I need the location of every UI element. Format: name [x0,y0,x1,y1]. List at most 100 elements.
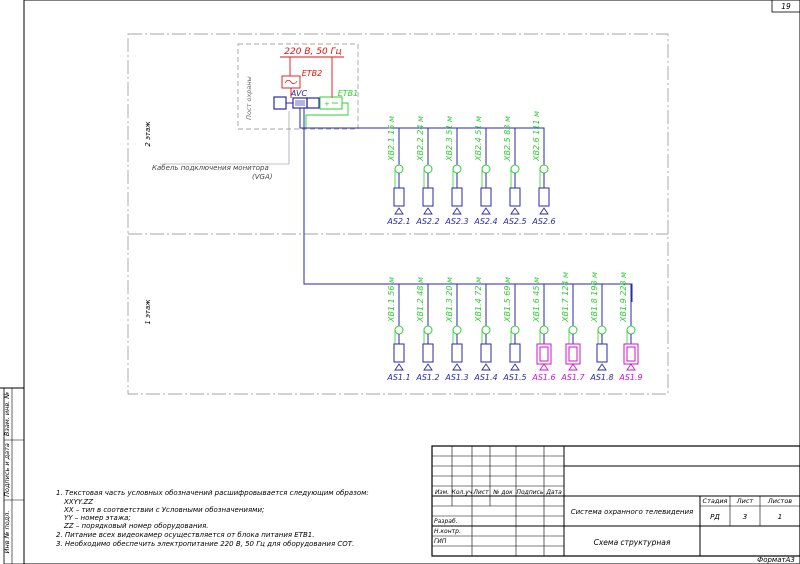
camera-lens-icon [394,363,404,371]
camera-lens-icon [626,363,636,371]
cable-label: ХВ2.4 51 м [474,116,483,162]
side-stamp-box [3,387,25,564]
floor1-label: 1 этаж [144,299,152,325]
camera-name: AS2.3 [444,217,468,226]
camera-name: AS1.7 [560,373,585,382]
camera-name: AS2.4 [473,217,497,226]
camera-lens-icon [452,207,462,215]
cable-label: ХВ1.4 72 м [474,277,483,323]
camera-name: AS2.5 [502,217,526,226]
camera-connector-icon [423,325,433,335]
note-line: 2. Питание всех видеокамер осуществляетс… [56,531,314,539]
cable-label: ХВ1.3 20 м [445,277,454,323]
cable-label: ХВ2.6 111 м [532,111,541,162]
camera-connector-icon [394,325,404,335]
cable-label: ХВ1.8 198 м [590,272,599,323]
camera-as1-8: ХВ1.8 198 м AS1.8 [589,272,613,382]
camera-icon [509,187,521,207]
tb-sheets-header: Листов [767,497,792,505]
security-post-zone [237,43,359,130]
camera-icon [451,187,463,207]
camera-connector-icon [510,325,520,335]
camera-icon [393,343,405,363]
note-line: 1. Текстовая часть условных обозначений … [56,489,369,497]
etb1-label: ЕТВ1 [338,89,359,98]
camera-lens-icon [452,363,462,371]
sheet-number-box [771,0,800,13]
camera-icon [538,187,550,207]
camera-as2-6: ХВ2.6 111 м AS2.6 [531,111,555,226]
tb-role: ГИП [434,538,447,545]
camera-icon [393,187,405,207]
camera-lens-icon [568,363,578,371]
camera-connector-icon [539,325,549,335]
tb-col-header: Изм. [435,489,449,496]
cable-label: Кабель подключения монитора [152,164,269,172]
camera-name: AS1.9 [618,373,642,382]
camera-connector-icon [423,164,433,174]
camera-connector-icon [626,325,636,335]
camera-as2-5: ХВ2.5 83 м AS2.5 [502,116,526,226]
side-stamp-inventory: Инв № подл. [3,511,11,554]
camera-as1-7: ХВ1.7 124 м AS1.7 [560,272,585,382]
camera-lens-icon [510,363,520,371]
sheet-number: 19 [781,2,791,11]
camera-icon [422,187,434,207]
tb-role: Разраб. [434,518,458,525]
camera-icon [480,343,492,363]
notes: 1. Текстовая часть условных обозначений … [56,489,369,548]
cable-label: ХВ1.2 48 м [416,277,425,323]
power-label: 220 В, 50 Гц [284,47,341,57]
camera-connector-icon [452,325,462,335]
camera-lens-icon [394,207,404,215]
tb-col-header: Подпись [517,489,544,496]
format-label: ФорматА3 [757,556,795,564]
tb-col-header: Лист [472,489,489,496]
camera-lens-icon [423,207,433,215]
side-stamp-sign-date: Подпись и дата [3,443,11,497]
camera-as1-9: ХВ1.9 228 м AS1.9 [618,272,642,382]
camera-connector-icon [481,325,491,335]
title-block [431,445,800,557]
security-post-label: Пост охраны [245,76,253,120]
camera-connector-icon [539,164,549,174]
camera-connector-icon [394,164,404,174]
camera-as2-4: ХВ2.4 51 м AS2.4 [473,116,497,226]
camera-connector-icon [452,164,462,174]
cable-sub-label: (VGA) [252,173,273,181]
camera-connector-icon [510,164,520,174]
cable-leader [160,111,290,165]
camera-name: AS1.8 [589,373,613,382]
tb-sheets: 1 [778,513,782,521]
note-line: XXYY.ZZ [63,498,93,506]
tb-role: Н.контр. [434,528,461,535]
note-line: ZZ – порядковый номер оборудования. [63,522,209,530]
camera-connector-icon [481,164,491,174]
cable-label: ХВ1.7 124 м [561,272,570,323]
camera-lens-icon [481,207,491,215]
tb-col-header: Дата [545,489,562,496]
camera-connector-icon [597,325,607,335]
camera-icon [509,343,521,363]
camera-icon [596,343,608,363]
cable-label: ХВ1.9 228 м [619,272,628,323]
cable-label: ХВ2.5 83 м [503,116,512,162]
camera-connector-icon [568,325,578,335]
cable-label: ХВ1.1 56 м [387,277,396,323]
camera-name: AS1.5 [502,373,526,382]
camera-name: AS1.6 [531,373,555,382]
tb-sheet-header: Лист [736,497,754,505]
avc-label: AVC [290,89,308,98]
camera-icon [451,343,463,363]
side-stamp-replaced: Взам. инв. № [3,392,11,436]
camera-icon [422,343,434,363]
etb1-plus-icon: + [324,100,330,108]
camera-name: AS2.6 [531,217,555,226]
